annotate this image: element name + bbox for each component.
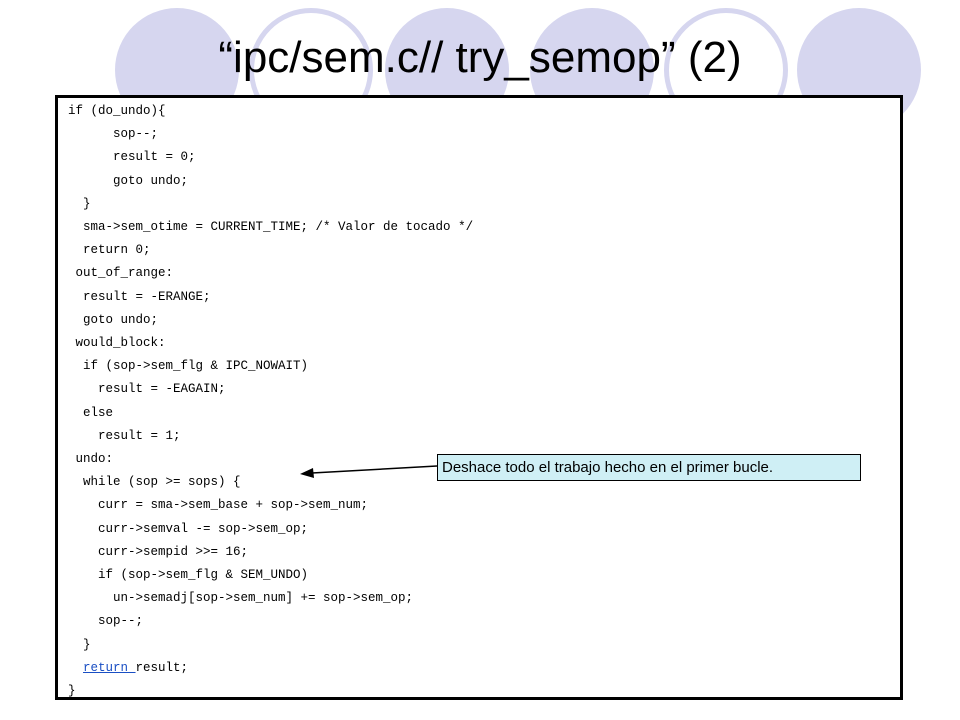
code-line: return result; — [68, 661, 188, 675]
code-line: result = 1; — [68, 428, 181, 443]
code-line: out_of_range: — [68, 266, 174, 281]
code-line: } — [68, 684, 76, 698]
code-line: if (sop->sem_flg & IPC_NOWAIT) — [68, 359, 309, 374]
code-line: curr = sma->sem_base + sop->sem_num; — [68, 498, 369, 513]
code-line: if (do_undo){ — [68, 104, 166, 118]
callout-note: Deshace todo el trabajo hecho en el prim… — [437, 454, 861, 481]
code-text: result; — [135, 660, 189, 675]
code-line: would_block: — [68, 336, 166, 350]
code-line: goto undo; — [68, 312, 159, 327]
code-indent — [68, 661, 83, 675]
code-line: undo: — [68, 452, 114, 466]
code-line: } — [68, 637, 91, 652]
code-line: goto undo; — [68, 173, 189, 188]
code-line: else — [68, 405, 114, 420]
code-line: result = -EAGAIN; — [68, 382, 226, 397]
code-line: sop--; — [68, 127, 159, 142]
code-line: sop--; — [68, 614, 144, 629]
code-line: curr->semval -= sop->sem_op; — [68, 521, 309, 536]
code-line: if (sop->sem_flg & SEM_UNDO) — [68, 568, 309, 582]
code-line: return 0; — [68, 243, 151, 258]
code-line: result = -ERANGE; — [68, 289, 211, 304]
slide-title: “ipc/sem.c// try_semop” (2) — [218, 33, 742, 82]
code-box: if (do_undo){ sop--; result = 0; goto un… — [55, 95, 903, 700]
return-link[interactable]: return — [83, 660, 136, 675]
code-line: un->semadj[sop->sem_num] += sop->sem_op; — [68, 591, 414, 606]
code-line: result = 0; — [68, 150, 196, 165]
code-line: } — [68, 196, 91, 211]
code-line: sma->sem_otime = CURRENT_TIME; /* Valor … — [68, 220, 474, 234]
code-line: while (sop >= sops) { — [68, 475, 241, 490]
code-line: curr->sempid >>= 16; — [68, 544, 249, 559]
